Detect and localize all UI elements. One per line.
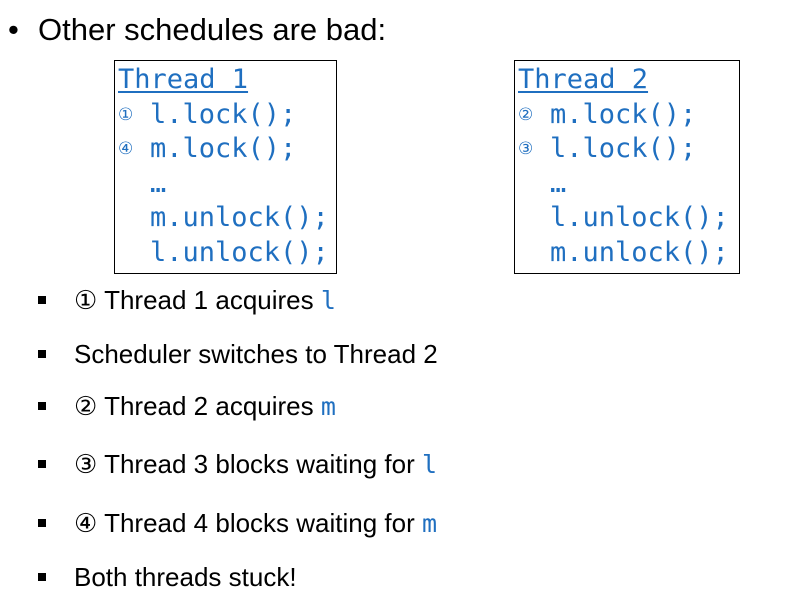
thread-2-line-2: ③ l.lock(); bbox=[518, 132, 739, 167]
square-bullet-icon bbox=[38, 296, 46, 304]
square-bullet-icon bbox=[38, 460, 46, 468]
thread-1-line-5: l.unlock(); bbox=[118, 236, 336, 271]
step-marker: ② bbox=[74, 392, 98, 422]
thread-1-line-4: m.unlock(); bbox=[118, 201, 336, 236]
thread-1-line-3: … bbox=[118, 167, 336, 202]
step-marker: ④ bbox=[74, 509, 98, 539]
lock-variable: m bbox=[422, 509, 438, 538]
code-statement: m.lock(); bbox=[550, 98, 697, 130]
list-item: ③ Thread 3 blocks waiting for l bbox=[38, 447, 437, 482]
thread-1-line-1: ① l.lock(); bbox=[118, 98, 336, 133]
thread-2-line-1: ② m.lock(); bbox=[518, 98, 739, 133]
code-statement: l.lock(); bbox=[550, 133, 697, 164]
lock-variable: l bbox=[422, 450, 438, 479]
thread-2-line-5: m.unlock(); bbox=[518, 236, 739, 271]
main-bullet: • Other schedules are bad: bbox=[8, 10, 386, 50]
code-statement: l.unlock(); bbox=[150, 236, 329, 268]
list-item-text: Thread 2 acquires bbox=[97, 391, 321, 421]
thread-2-code-box: Thread 2 ② m.lock(); ③ l.lock(); … l.unloc… bbox=[514, 60, 740, 274]
step-marker: ① bbox=[74, 286, 98, 316]
thread-1-code-box: Thread 1 ① l.lock(); ④ m.lock(); … m.unloc… bbox=[114, 60, 337, 274]
list-item-text: Scheduler switches to Thread 2 bbox=[74, 339, 438, 369]
list-item: Scheduler switches to Thread 2 bbox=[38, 337, 438, 372]
lock-variable: m bbox=[320, 392, 336, 421]
code-statement: m.lock(); bbox=[150, 133, 297, 164]
list-item-text: Thread 3 blocks waiting for bbox=[97, 449, 422, 479]
bullet-dot: • bbox=[8, 12, 19, 47]
list-item-text: Thread 1 acquires bbox=[97, 285, 321, 315]
list-item: Both threads stuck! bbox=[38, 560, 297, 595]
thread-1-title: Thread 1 bbox=[118, 64, 249, 95]
step-marker: ② bbox=[518, 104, 534, 125]
step-marker: ④ bbox=[118, 139, 134, 159]
square-bullet-icon bbox=[38, 573, 46, 581]
square-bullet-icon bbox=[38, 519, 46, 527]
step-marker: ③ bbox=[518, 139, 534, 159]
code-statement: … bbox=[150, 167, 167, 199]
list-item: ① Thread 1 acquires l bbox=[38, 283, 336, 318]
code-statement: l.unlock(); bbox=[550, 202, 729, 233]
list-item: ④ Thread 4 blocks waiting for m bbox=[38, 506, 437, 541]
list-item-text: Thread 4 blocks waiting for bbox=[97, 508, 422, 538]
list-item-text: Both threads stuck! bbox=[74, 562, 297, 592]
square-bullet-icon bbox=[38, 402, 46, 410]
list-item: ② Thread 2 acquires m bbox=[38, 389, 336, 424]
code-statement: m.unlock(); bbox=[550, 236, 729, 268]
code-statement: m.unlock(); bbox=[150, 202, 329, 233]
step-marker: ③ bbox=[74, 450, 98, 480]
thread-2-line-4: l.unlock(); bbox=[518, 201, 739, 236]
thread-2-title: Thread 2 bbox=[518, 64, 649, 95]
square-bullet-icon bbox=[38, 350, 46, 358]
thread-2-line-3: … bbox=[518, 167, 739, 202]
lock-variable: l bbox=[320, 286, 336, 315]
code-statement: … bbox=[550, 167, 567, 199]
step-marker: ① bbox=[118, 104, 134, 125]
slide-heading: Other schedules are bad: bbox=[38, 12, 387, 47]
code-statement: l.lock(); bbox=[150, 98, 297, 130]
thread-1-line-2: ④ m.lock(); bbox=[118, 132, 336, 167]
